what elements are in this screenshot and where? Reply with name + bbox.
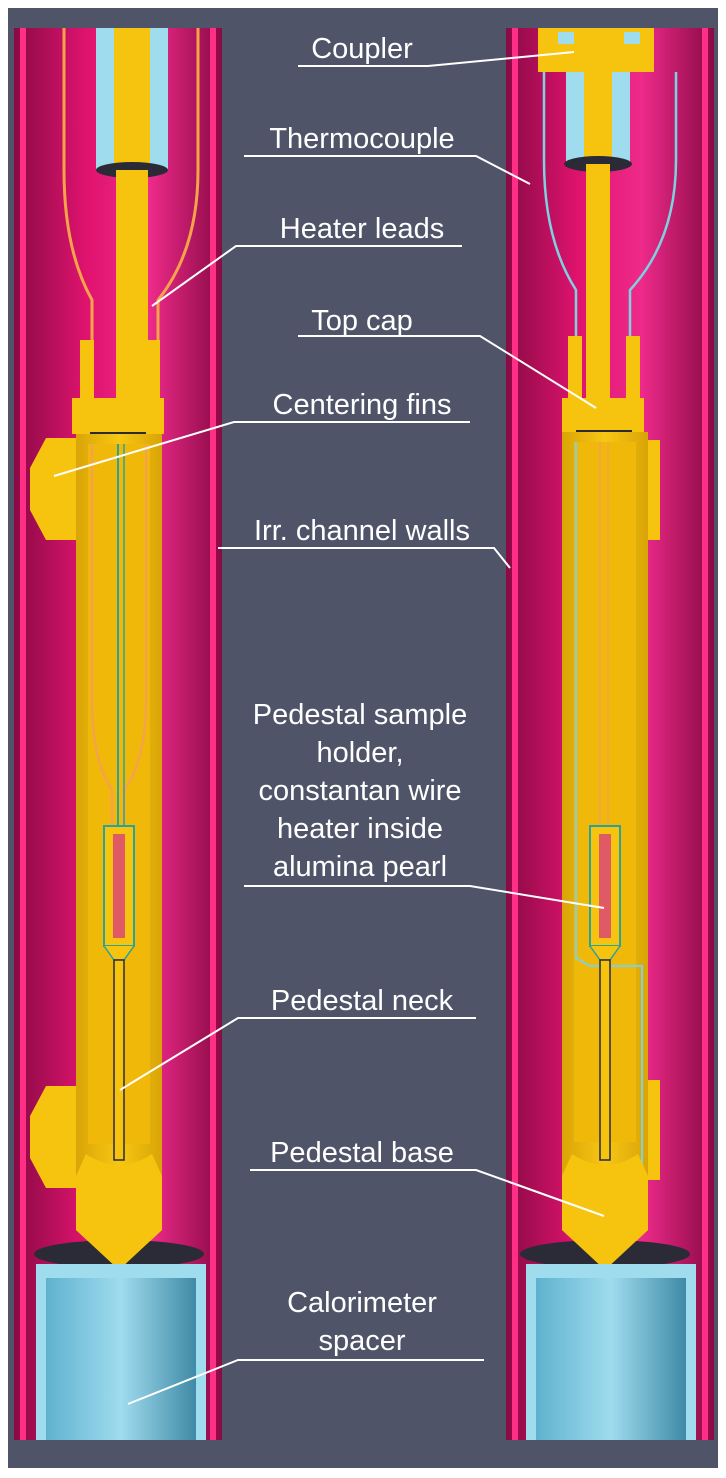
right-assembly <box>506 28 714 1440</box>
left-centering-fin-top <box>30 438 76 540</box>
label-heater-leads: Heater leads <box>280 213 444 245</box>
label-pedestal-neck: Pedestal neck <box>271 985 454 1017</box>
leader-pedestal-base <box>250 1169 605 1217</box>
label-coupler: Coupler <box>311 33 413 65</box>
left-stem <box>116 170 148 400</box>
leader-top-cap <box>298 335 597 409</box>
label-centering-fins: Centering fins <box>273 389 452 421</box>
label-thermocouple: Thermocouple <box>269 123 454 155</box>
leader-calorimeter-spacer <box>127 1359 484 1405</box>
labels: Coupler Thermocouple Heater leads Top ca… <box>53 33 605 1405</box>
leader-sample-holder <box>244 885 605 909</box>
left-top-cap <box>72 398 164 434</box>
leader-channel-walls <box>218 547 511 569</box>
label-sample-holder-3: constantan wire <box>258 775 461 807</box>
label-calorimeter-spacer-2: spacer <box>318 1325 405 1357</box>
left-assembly <box>14 28 222 1440</box>
label-sample-holder-4: heater inside <box>277 813 443 845</box>
right-pedestal-neck <box>599 959 611 1161</box>
label-channel-walls: Irr. channel walls <box>254 515 470 547</box>
leader-thermocouple <box>244 155 531 185</box>
leader-coupler <box>298 51 575 67</box>
leader-centering-fins <box>53 421 470 477</box>
label-top-cap: Top cap <box>311 305 413 337</box>
left-heater-lead <box>62 28 94 350</box>
right-top-cap <box>562 398 644 432</box>
leader-pedestal-neck <box>119 1017 476 1091</box>
label-sample-holder-5: alumina pearl <box>273 851 447 883</box>
left-pedestal-neck <box>113 959 125 1161</box>
leader-heater-leads <box>151 245 462 307</box>
right-stem <box>586 164 610 404</box>
label-sample-holder-2: holder, <box>316 737 403 769</box>
left-centering-fin-bottom <box>30 1086 76 1188</box>
label-pedestal-base: Pedestal base <box>270 1137 454 1169</box>
label-sample-holder-1: Pedestal sample <box>253 699 467 731</box>
label-calorimeter-spacer-1: Calorimeter <box>287 1287 437 1319</box>
right-thermocouple-wire <box>542 72 578 350</box>
